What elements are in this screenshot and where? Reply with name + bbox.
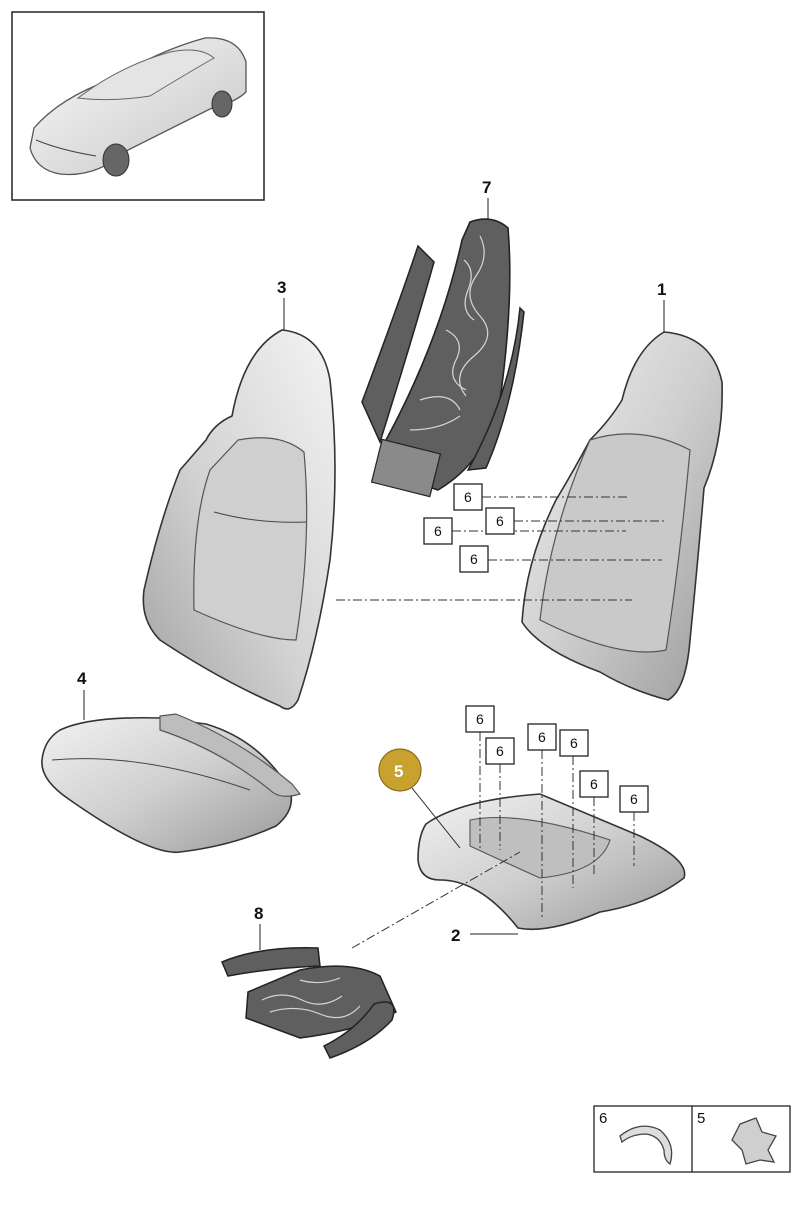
boxed-label-b1-text: 6 — [464, 489, 472, 505]
heating-mat-right-wing — [466, 306, 525, 471]
boxed-label-b7-text: 6 — [538, 729, 546, 745]
part-2-seat-cushion-frame — [417, 793, 686, 935]
car-roof — [76, 49, 215, 101]
callout-3: 3 — [277, 278, 286, 297]
backrest-reference-lines — [336, 496, 664, 601]
boxed-label-b9[interactable]: 6 — [579, 770, 609, 798]
clip-fastener-icon — [731, 1117, 777, 1165]
boxed-label-b1[interactable]: 6 — [453, 483, 483, 511]
backrest-foam-right — [539, 433, 691, 653]
heating-mat-left-wing — [361, 244, 435, 445]
part-3-backrest-upholstery — [142, 298, 336, 710]
ref-line-8-to-2 — [351, 851, 521, 949]
clip-hook-icon — [619, 1125, 673, 1166]
backrest-center-panel-left — [193, 437, 308, 641]
seat-frame-pan — [469, 816, 611, 879]
part-4-seat-cushion — [41, 690, 302, 854]
boxed-label-b5[interactable]: 6 — [465, 705, 495, 733]
car-front-wheel — [102, 143, 130, 177]
parts-legend: 6 5 — [593, 1105, 791, 1173]
boxed-label-b10-text: 6 — [630, 791, 638, 807]
heating-mat-connector — [370, 438, 442, 498]
car-rear-wheel — [211, 90, 233, 118]
boxed-label-b7[interactable]: 6 — [527, 723, 557, 751]
boxed-label-b6[interactable]: 6 — [485, 737, 515, 765]
legend-right-label: 5 — [697, 1110, 705, 1127]
cushion-body — [41, 716, 293, 854]
boxed-label-b4[interactable]: 6 — [459, 545, 489, 573]
cushion-mat-wire-pattern — [261, 977, 361, 1019]
callout-7: 7 — [482, 178, 491, 197]
callout-5-highlight[interactable]: 5 — [378, 748, 422, 792]
cushion-mat-left-strip — [221, 947, 321, 977]
boxed-label-b5-text: 6 — [476, 711, 484, 727]
cushion-rear-bolster — [159, 713, 302, 797]
vehicle-thumbnail — [11, 11, 265, 201]
callout-4: 4 — [77, 669, 87, 688]
boxed-label-b3[interactable]: 6 — [485, 507, 515, 535]
boxed-label-b4-text: 6 — [470, 551, 478, 567]
cushion-mat-right-strip — [322, 1001, 395, 1059]
callout-2: 2 — [451, 926, 460, 945]
cushion-mat-center — [245, 965, 397, 1039]
boxed-label-b3-text: 6 — [496, 513, 504, 529]
seat-reference-lines — [411, 732, 635, 920]
part-1-backrest-frame — [521, 300, 723, 701]
boxed-label-b10[interactable]: 6 — [619, 785, 649, 813]
boxed-label-b2-text: 6 — [434, 523, 442, 539]
boxed-label-b2[interactable]: 6 — [423, 517, 453, 545]
boxed-label-b8[interactable]: 6 — [559, 729, 589, 757]
callout-8: 8 — [254, 904, 263, 923]
boxed-label-b6-text: 6 — [496, 743, 504, 759]
part-8-cushion-heating-mat — [221, 851, 521, 1059]
car-front-grille — [35, 139, 97, 157]
legend-left-label: 6 — [599, 1110, 607, 1127]
heating-mat-wire-pattern — [409, 235, 489, 431]
boxed-label-b9-text: 6 — [590, 776, 598, 792]
boxed-label-b8-text: 6 — [570, 735, 578, 751]
backrest-seam-left — [213, 511, 307, 523]
part-7-backrest-heating-mat — [361, 198, 525, 498]
leader-5 — [411, 787, 461, 849]
cushion-seam — [51, 758, 251, 791]
highlight-circle — [378, 748, 422, 792]
callout-5: 5 — [394, 762, 403, 781]
callout-1: 1 — [657, 280, 666, 299]
